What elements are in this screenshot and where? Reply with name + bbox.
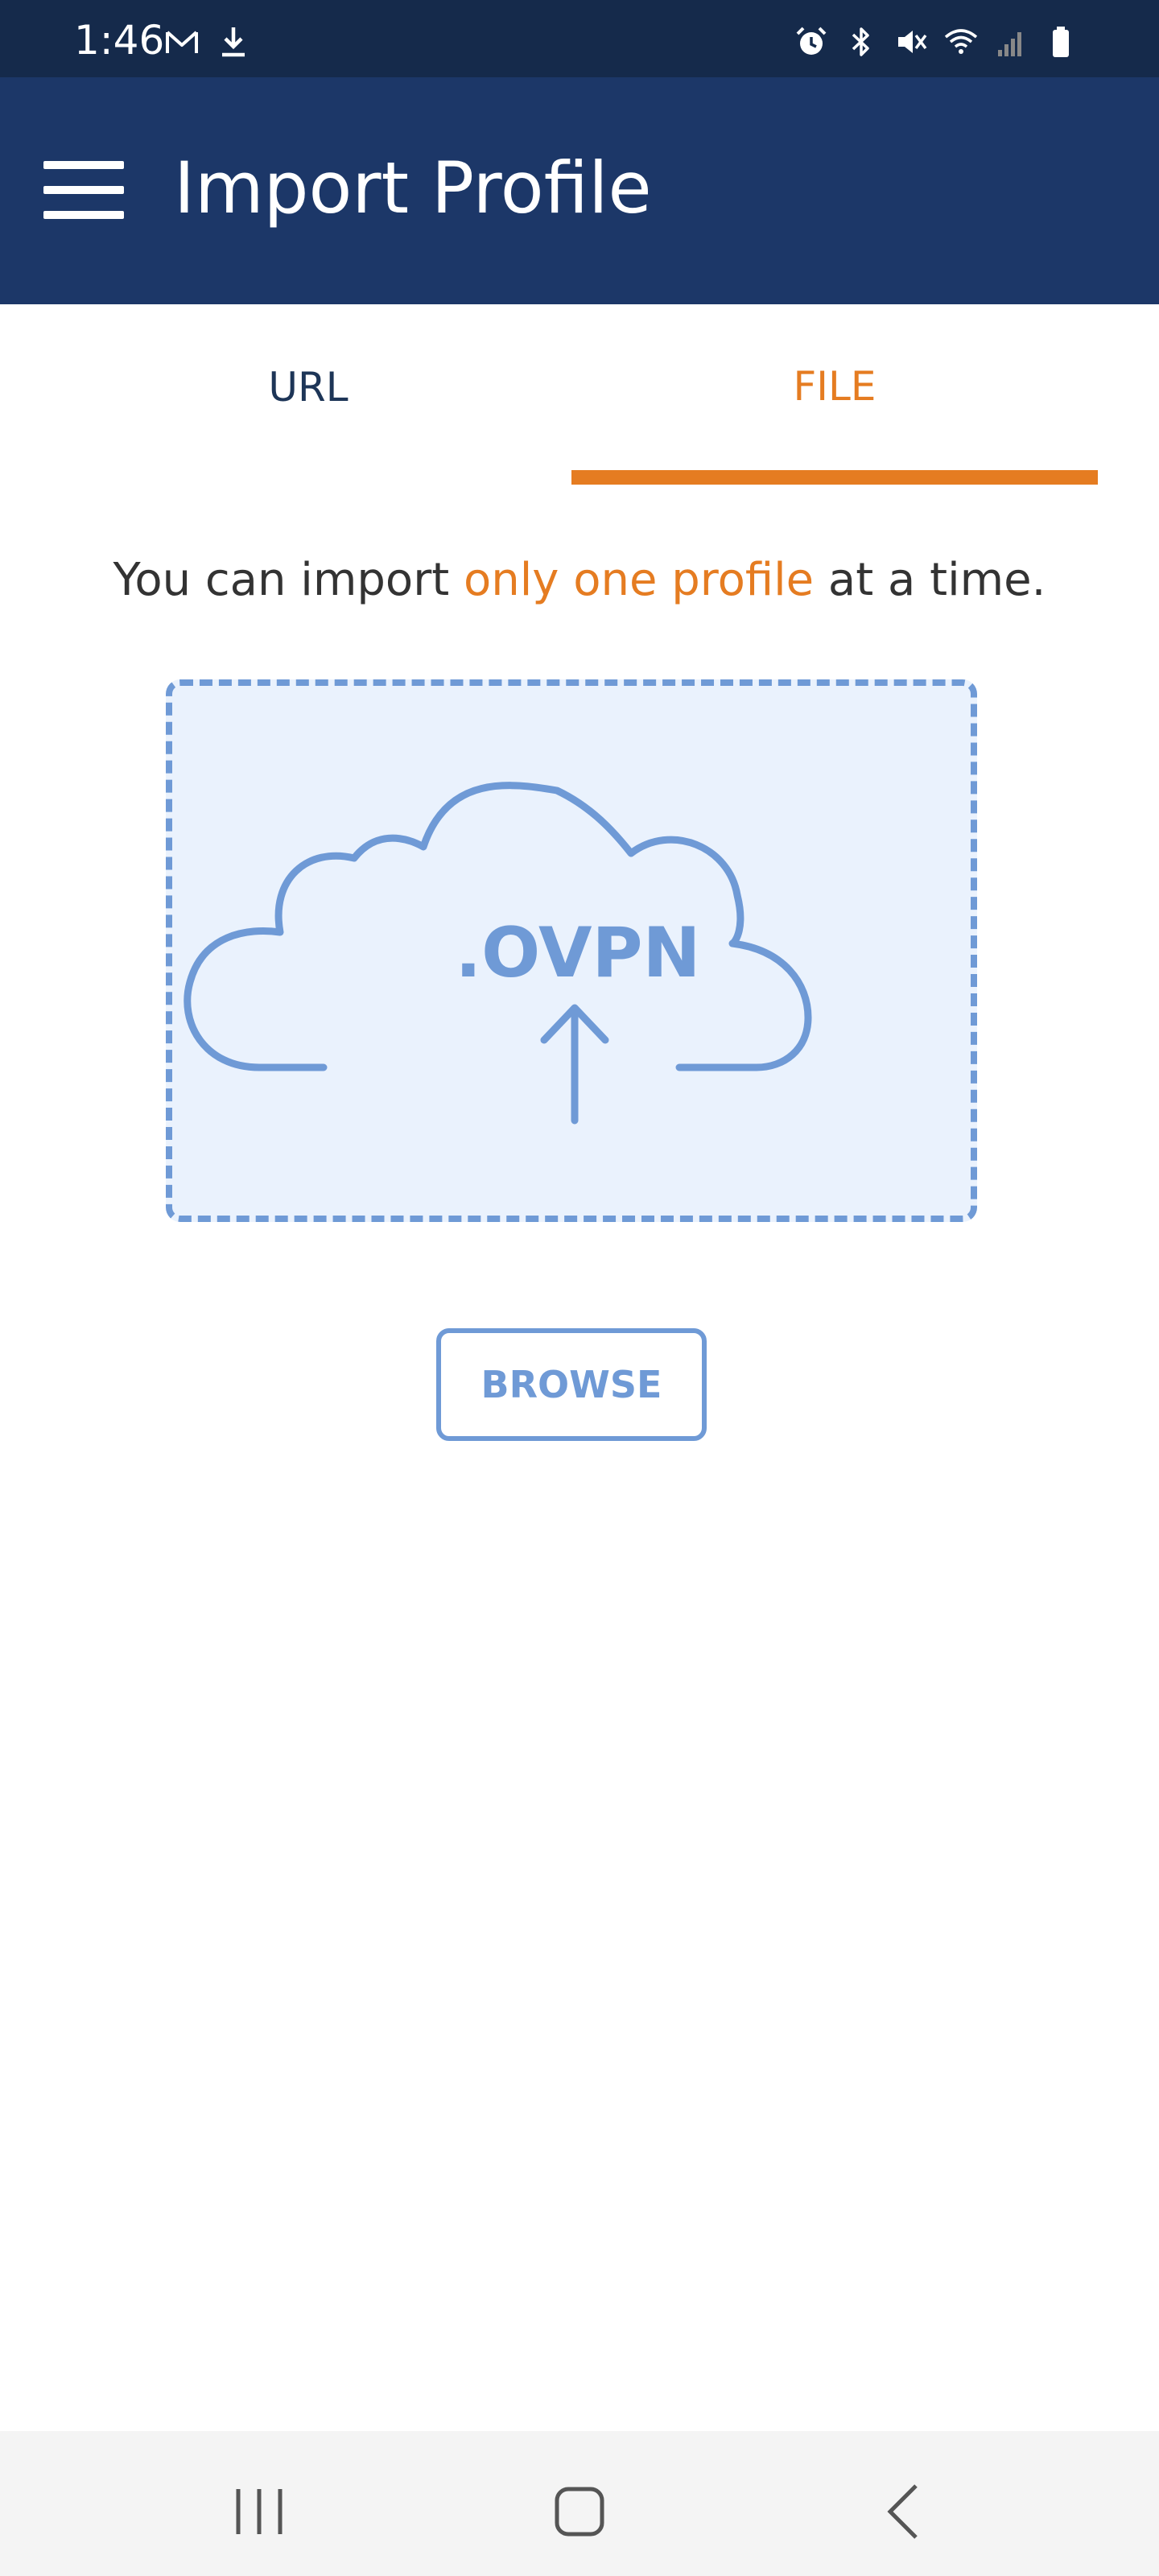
bluetooth-icon [852, 27, 869, 56]
tab-url-label: URL [268, 364, 349, 411]
info-highlight: only one profile [463, 554, 815, 606]
status-right-icons [794, 24, 1079, 60]
download-icon [222, 27, 245, 57]
hamburger-menu-icon[interactable] [43, 161, 124, 219]
status-time: 1:46 [74, 17, 165, 64]
tab-selected-indicator [571, 470, 1098, 485]
tab-file[interactable]: FILE [571, 304, 1098, 486]
gmail-icon [166, 31, 198, 53]
info-suffix: at a time. [814, 554, 1046, 606]
home-icon[interactable] [547, 2479, 612, 2544]
status-bar: 1:46 [0, 0, 1159, 77]
battery-icon [1053, 27, 1069, 57]
tab-bar: URL FILE [0, 304, 1159, 486]
app-bar: Import Profile [0, 77, 1159, 304]
cloud-upload-icon [184, 782, 812, 1125]
wifi-icon [944, 29, 978, 54]
info-prefix: You can import [113, 554, 464, 606]
page-title: Import Profile [174, 147, 652, 229]
file-drop-zone[interactable]: .OVPN [166, 679, 977, 1222]
status-left-icons [164, 24, 251, 60]
system-navigation-bar [0, 2431, 1159, 2576]
ovpn-label: .OVPN [455, 913, 701, 993]
recents-icon[interactable] [227, 2479, 291, 2544]
import-info-text: You can import only one profile at a tim… [0, 552, 1159, 609]
signal-icon [998, 32, 1021, 56]
back-icon[interactable] [872, 2479, 937, 2544]
browse-button[interactable]: BROWSE [436, 1328, 707, 1441]
tab-url[interactable]: URL [45, 304, 571, 486]
mute-icon [898, 31, 927, 53]
tab-file-label: FILE [793, 363, 876, 410]
alarm-icon [796, 27, 827, 55]
